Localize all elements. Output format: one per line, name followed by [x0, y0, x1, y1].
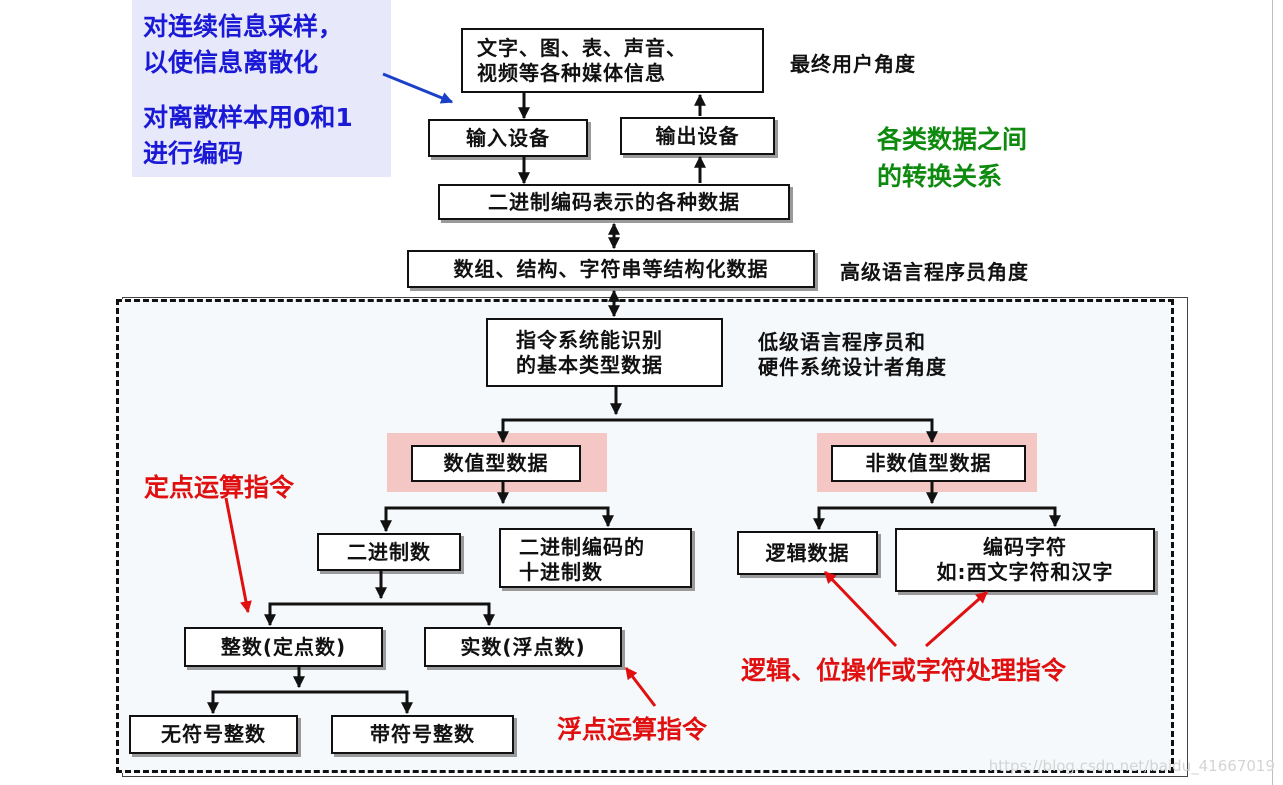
watermark: https://blog.csdn.net/baidu_41667019	[988, 757, 1275, 775]
node-structured-data: 数组、结构、字符串等结构化数据	[407, 250, 815, 288]
node-char-data: 编码字符 如:西文字符和汉字	[895, 528, 1155, 592]
node-char-data-line2: 如:西文字符和汉字	[936, 560, 1114, 584]
node-media-info-line1: 文字、图、表、声音、	[477, 36, 687, 60]
perspective-low-level-line1: 低级语言程序员和	[758, 330, 926, 354]
branch-logic-char	[817, 506, 1057, 528]
node-non-numeric-data: 非数值型数据	[831, 445, 1026, 482]
perspective-end-user: 最终用户角度	[790, 52, 916, 76]
node-signed-integer: 带符号整数	[331, 715, 514, 754]
branch-unsigned-signed	[211, 690, 409, 712]
node-binary-number: 二进制数	[317, 533, 461, 571]
perspective-low-level-line2: 硬件系统设计者角度	[758, 355, 947, 379]
node-unsigned-integer: 无符号整数	[129, 715, 298, 754]
sampling-annotation-line2: 以使信息离散化	[143, 48, 319, 77]
red-arrow-logic	[823, 570, 898, 648]
branch-numeric-nonnumeric	[501, 418, 934, 441]
node-bcd-line2: 十进制数	[519, 560, 603, 584]
node-output-device: 输出设备	[620, 117, 775, 155]
node-media-info: 文字、图、表、声音、 视频等各种媒体信息	[461, 28, 764, 93]
branch-integer-real	[268, 602, 491, 624]
encoding-annotation-line2: 进行编码	[143, 139, 244, 168]
node-real: 实数(浮点数)	[424, 627, 622, 667]
perspective-low-level: 低级语言程序员和 硬件系统设计者角度	[758, 330, 947, 380]
conversion-annotation-line2: 的转换关系	[877, 162, 1003, 191]
branch-binary-bcd	[384, 506, 610, 530]
red-arrow-fixed-point	[224, 497, 252, 614]
conversion-annotation-line1: 各类数据之间	[877, 125, 1028, 154]
encoding-annotation-line1: 对离散样本用0和1	[143, 103, 353, 132]
node-numeric-data: 数值型数据	[411, 445, 581, 482]
perspective-high-level: 高级语言程序员角度	[840, 260, 1029, 284]
floating-point-ops-label: 浮点运算指令	[557, 715, 708, 744]
node-char-data-line1: 编码字符	[983, 535, 1067, 559]
logic-ops-label: 逻辑、位操作或字符处理指令	[741, 656, 1067, 685]
node-binary-encoded-data: 二进制编码表示的各种数据	[438, 184, 790, 220]
sampling-annotation-line1: 对连续信息采样，	[143, 12, 344, 41]
sampling-annotation-panel	[132, 0, 391, 177]
node-basic-types-line1: 指令系统能识别	[516, 328, 663, 352]
fixed-point-ops-label: 定点运算指令	[144, 473, 295, 502]
node-input-device: 输入设备	[428, 119, 588, 157]
node-bcd: 二进制编码的 十进制数	[499, 528, 692, 588]
node-logic-data: 逻辑数据	[737, 531, 878, 575]
red-arrow-char	[925, 590, 988, 648]
node-bcd-line1: 二进制编码的	[519, 535, 645, 559]
right-divider	[1272, 0, 1273, 785]
node-integer: 整数(定点数)	[184, 627, 383, 667]
node-basic-types: 指令系统能识别 的基本类型数据	[486, 318, 723, 387]
blue-annotation-arrow	[382, 72, 454, 104]
node-basic-types-line2: 的基本类型数据	[516, 353, 663, 377]
node-media-info-line2: 视频等各种媒体信息	[477, 61, 666, 85]
red-arrow-floating-point	[624, 667, 657, 707]
